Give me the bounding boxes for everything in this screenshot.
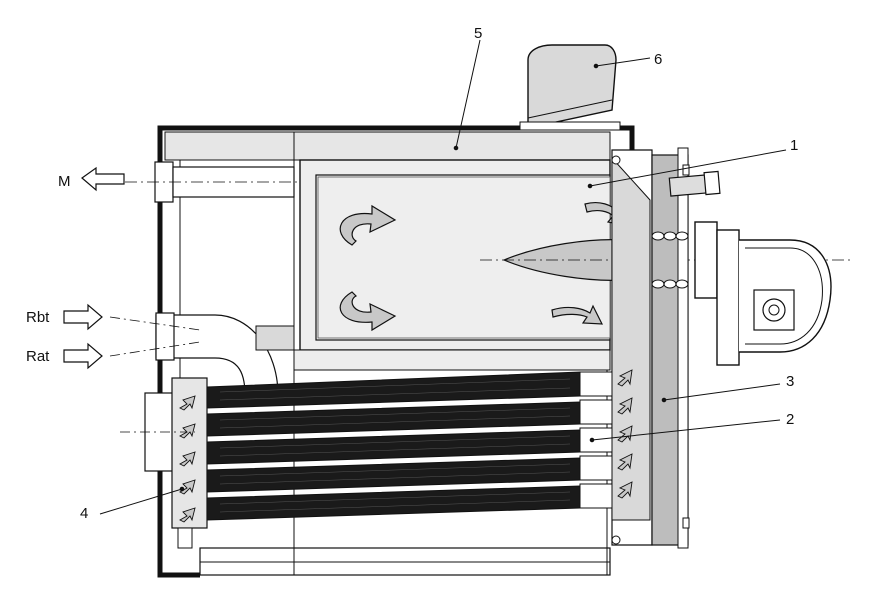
callout-4: 4 — [80, 505, 88, 522]
flue-gas-arrow — [551, 304, 603, 325]
tube-row — [206, 455, 613, 493]
tube-row — [206, 483, 613, 521]
flow-arrow — [81, 166, 125, 192]
smoke-box — [120, 377, 208, 549]
burner-seal — [651, 231, 689, 289]
callout-3: 3 — [786, 373, 794, 390]
flue-gas-arrow — [179, 369, 633, 523]
leader-lines — [99, 39, 787, 515]
front-door — [611, 147, 690, 549]
return-arrow — [63, 303, 103, 331]
tube-row — [206, 427, 613, 465]
callout-2: 2 — [786, 411, 794, 428]
return-high-label: Rbt — [26, 309, 50, 326]
burner-unit — [694, 221, 832, 366]
return-arrow — [63, 342, 103, 370]
flow-connection-label: M — [58, 173, 71, 190]
callout-1: 1 — [790, 137, 798, 154]
tube-row — [206, 371, 613, 409]
flue-outlet — [519, 44, 621, 131]
circulation-arrow — [339, 291, 397, 332]
heat-exchanger-tubes — [206, 371, 613, 521]
tube-row — [206, 399, 613, 437]
inspection-port — [668, 170, 721, 197]
return-low-label: Rat — [26, 348, 50, 365]
callout-6: 6 — [654, 51, 662, 68]
flow-pipe — [125, 161, 300, 203]
return-pipe — [109, 312, 295, 396]
circulation-arrow — [339, 204, 397, 246]
callout-5: 5 — [474, 25, 482, 42]
